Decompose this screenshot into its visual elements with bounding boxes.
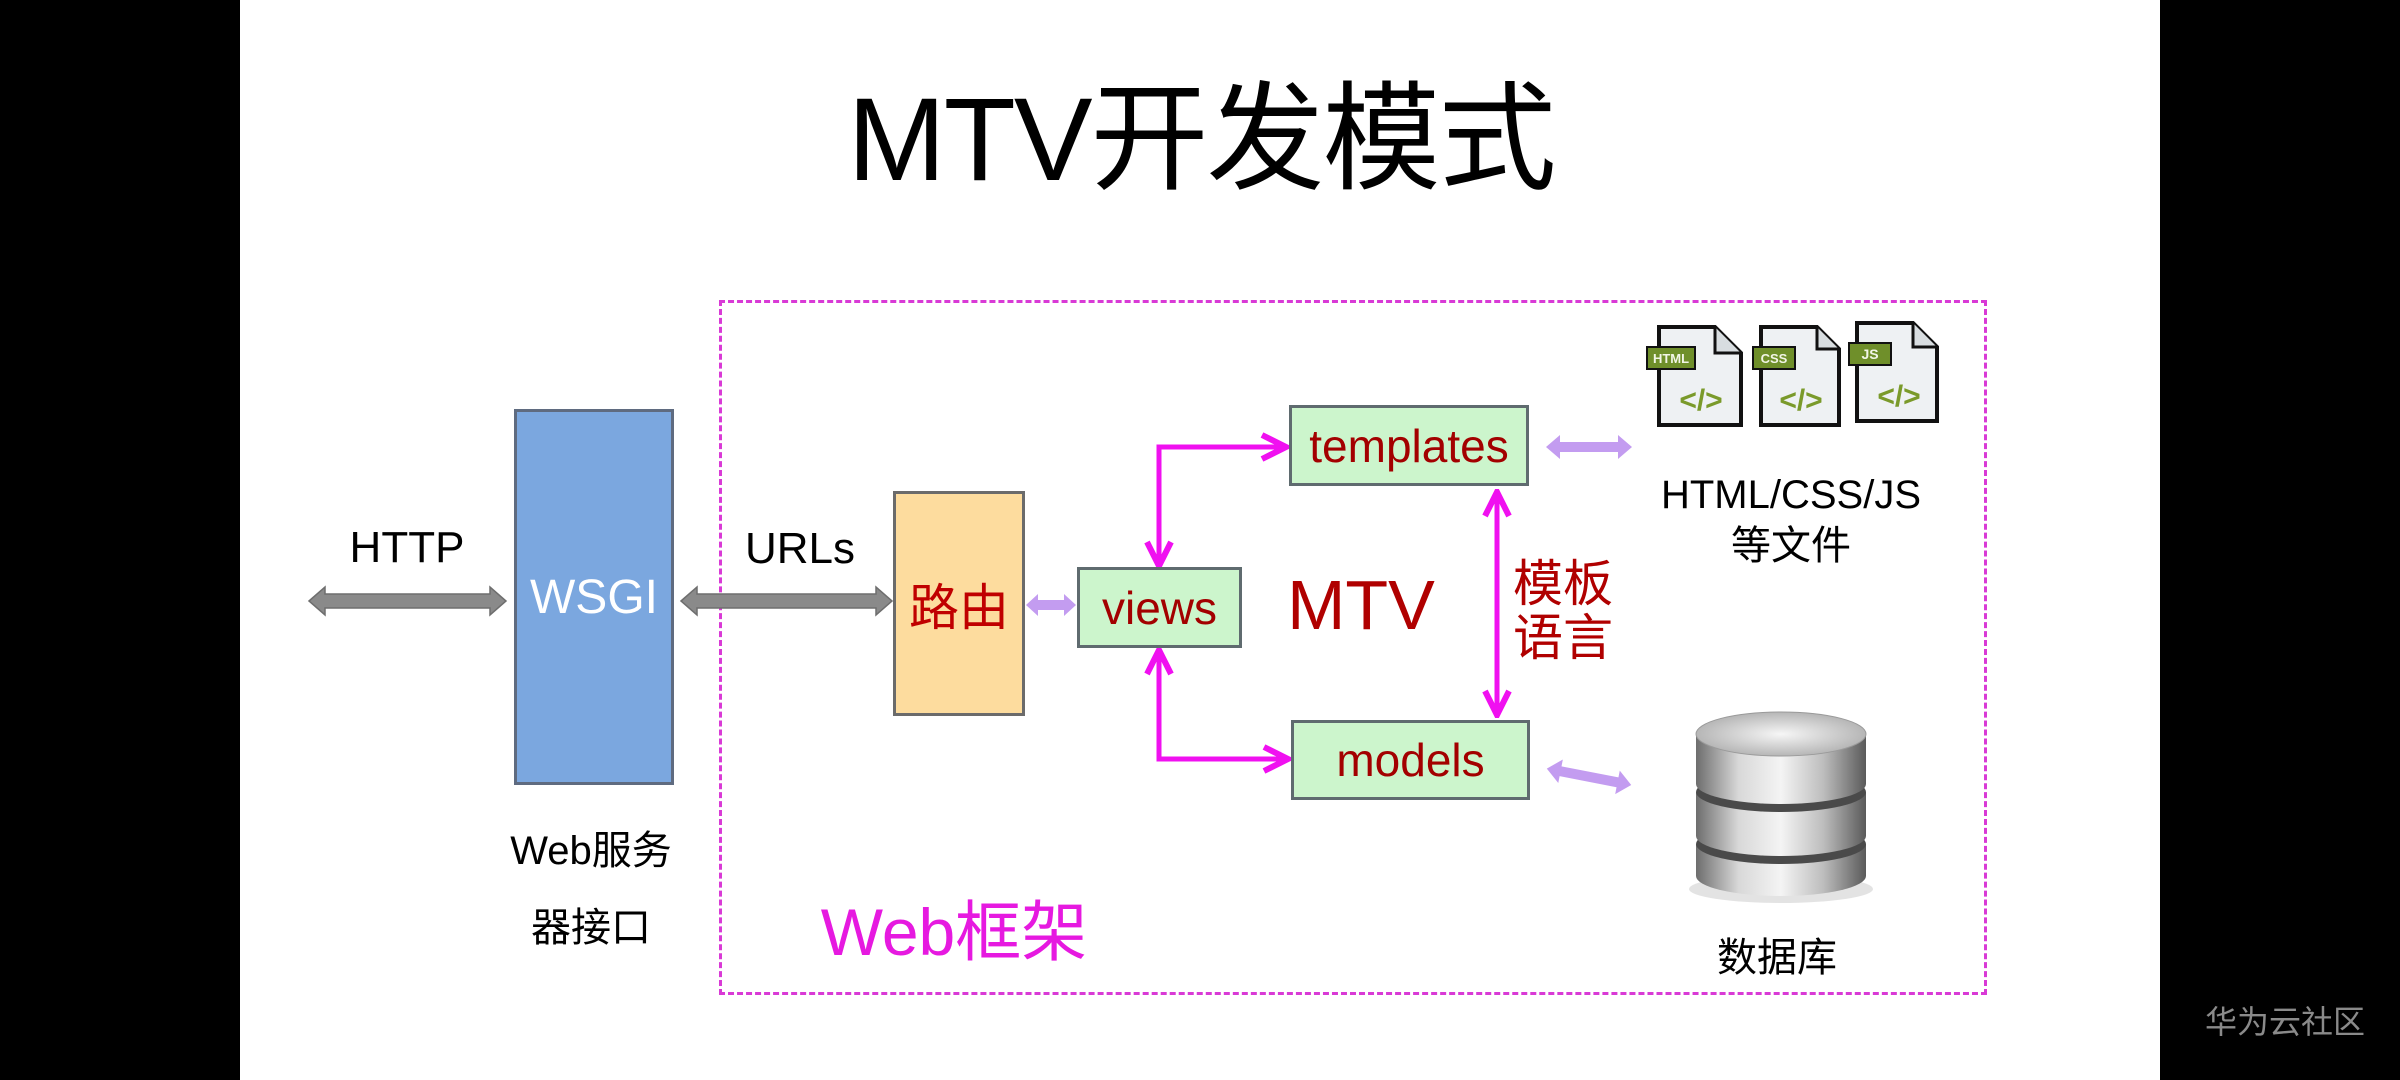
templates-box: templates (1289, 405, 1529, 486)
views-models-connector (1159, 650, 1288, 759)
web-framework-frame (719, 300, 1987, 995)
files-label-line2: 等文件 (1731, 524, 1851, 568)
slide-title: MTV开发模式 (847, 74, 1556, 206)
web-server-caption-line1: Web服务 (510, 829, 672, 873)
template-language-line1: 模板 (1513, 556, 1613, 612)
router-views-arrow (1026, 594, 1076, 616)
web-server-caption-line2: 器接口 (531, 906, 651, 950)
js-code-glyph: </> (1877, 380, 1920, 413)
html-code-glyph: </> (1679, 384, 1722, 417)
template-language-line2: 语言 (1513, 610, 1613, 666)
wsgi-label: WSGI (530, 570, 658, 624)
js-file-tag: JS (1861, 346, 1878, 362)
watermark: 华为云社区 (2204, 1004, 2366, 1040)
wsgi-box: WSGI (514, 409, 674, 785)
file-icons-group: HTML </> CSS </> JS </> (1646, 321, 1939, 427)
http-label: HTTP (349, 523, 465, 572)
urls-double-arrow (679, 585, 894, 617)
models-box: models (1291, 720, 1530, 800)
css-file-tag: CSS (1761, 351, 1788, 366)
models-database-arrow (1546, 759, 1632, 795)
css-code-glyph: </> (1779, 384, 1822, 417)
views-box: views (1077, 567, 1242, 648)
router-label: 路由 (909, 579, 1009, 636)
templates-files-arrow (1546, 435, 1632, 459)
database-icon (1689, 711, 1873, 903)
css-file-icon: CSS </> (1752, 325, 1841, 427)
http-double-arrow (307, 585, 508, 617)
mtv-label: MTV (1287, 566, 1435, 644)
web-framework-label: Web框架 (820, 895, 1088, 969)
html-file-tag: HTML (1653, 351, 1689, 366)
templates-label: templates (1309, 419, 1509, 472)
views-templates-connector (1159, 447, 1286, 566)
files-label-line1: HTML/CSS/JS (1660, 473, 1922, 517)
js-file-icon: JS </> (1848, 321, 1939, 423)
views-label: views (1101, 581, 1218, 634)
urls-label: URLs (744, 524, 856, 573)
models-label: models (1336, 734, 1485, 786)
database-label: 数据库 (1717, 936, 1837, 980)
router-box: 路由 (893, 491, 1025, 716)
html-file-icon: HTML </> (1646, 325, 1743, 427)
